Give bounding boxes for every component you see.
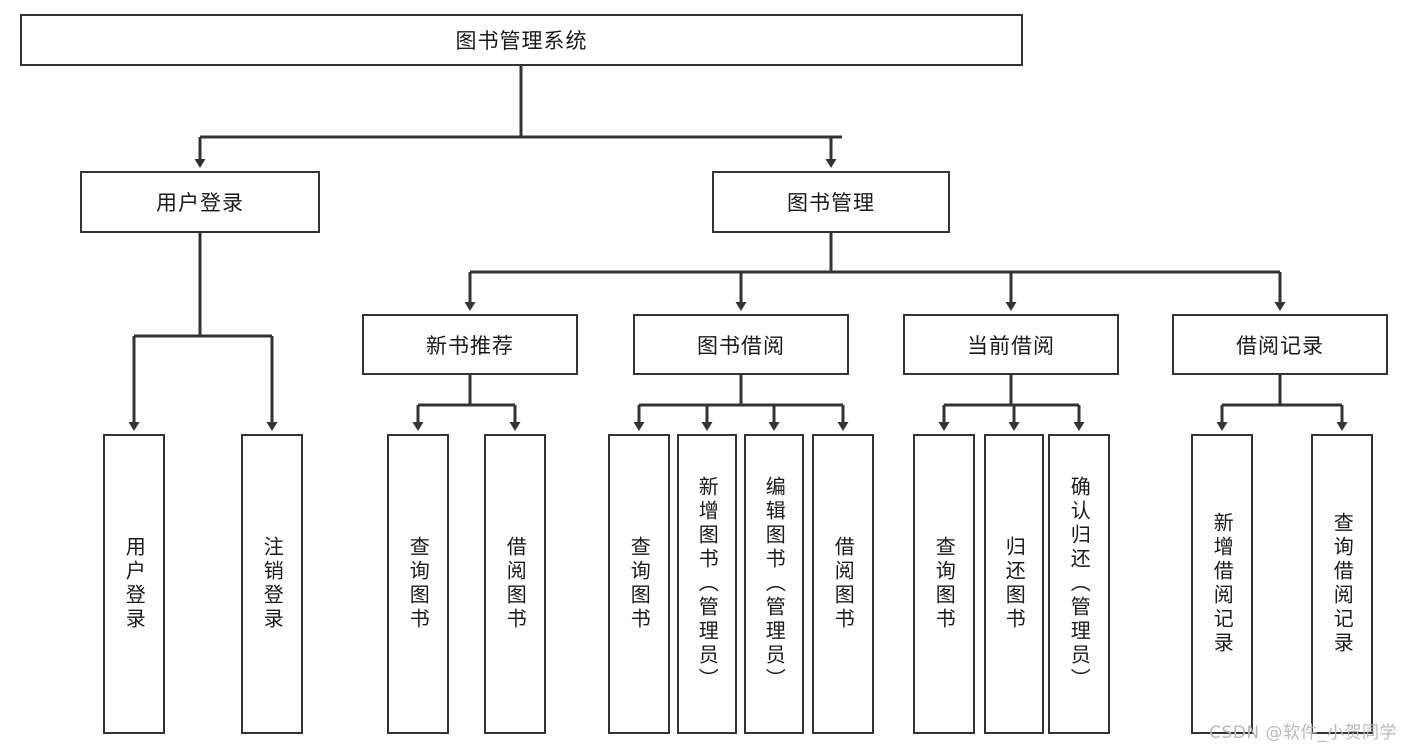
leaf-return-book[interactable]: 归还图书 <box>984 434 1044 734</box>
leaf-borrow-book-recommend[interactable]: 借阅图书 <box>484 434 546 734</box>
leaf-add-borrow-record-label: 新增借阅记录 <box>1210 512 1235 656</box>
leaf-confirm-return-admin[interactable]: 确认归还（管理员） <box>1048 434 1110 734</box>
node-user-login[interactable]: 用户登录 <box>80 171 320 233</box>
node-current-borrow-label: 当前借阅 <box>967 333 1055 358</box>
leaf-add-book-admin[interactable]: 新增图书（管理员） <box>677 434 737 734</box>
node-root-label: 图书管理系统 <box>455 29 588 53</box>
node-root[interactable]: 图书管理系统 <box>20 14 1023 66</box>
leaf-edit-book-admin[interactable]: 编辑图书（管理员） <box>744 434 804 734</box>
leaf-confirm-return-admin-label: 确认归还（管理员） <box>1067 476 1092 692</box>
node-book-borrow[interactable]: 图书借阅 <box>633 314 849 375</box>
leaf-add-book-admin-label: 新增图书（管理员） <box>695 476 720 692</box>
leaf-query-book-recommend[interactable]: 查询图书 <box>387 434 449 734</box>
leaf-query-book-current[interactable]: 查询图书 <box>913 434 975 734</box>
node-borrow-record-label: 借阅记录 <box>1236 333 1324 358</box>
leaf-query-borrow-record-label: 查询借阅记录 <box>1330 512 1355 656</box>
node-book-management[interactable]: 图书管理 <box>712 171 950 233</box>
leaf-query-borrow-record[interactable]: 查询借阅记录 <box>1311 434 1373 734</box>
csdn-watermark: CSDN @软件_小贺同学 <box>1209 723 1397 743</box>
node-current-borrow[interactable]: 当前借阅 <box>903 314 1119 375</box>
leaf-borrow-book[interactable]: 借阅图书 <box>812 434 874 734</box>
node-new-book-recommend[interactable]: 新书推荐 <box>362 314 578 375</box>
leaf-return-book-label: 归还图书 <box>1002 536 1027 632</box>
leaf-query-book-borrow-label: 查询图书 <box>627 536 652 632</box>
leaf-query-book-current-label: 查询图书 <box>932 536 957 632</box>
leaf-edit-book-admin-label: 编辑图书（管理员） <box>762 476 787 692</box>
leaf-logout-login[interactable]: 注销登录 <box>241 434 303 734</box>
node-book-borrow-label: 图书借阅 <box>697 333 785 358</box>
node-borrow-record[interactable]: 借阅记录 <box>1172 314 1388 375</box>
leaf-borrow-book-recommend-label: 借阅图书 <box>503 536 528 632</box>
leaf-borrow-book-label: 借阅图书 <box>831 536 856 632</box>
leaf-add-borrow-record[interactable]: 新增借阅记录 <box>1191 434 1253 734</box>
node-book-management-label: 图书管理 <box>787 191 875 215</box>
leaf-user-login-label: 用户登录 <box>122 536 147 632</box>
node-new-book-recommend-label: 新书推荐 <box>426 333 514 358</box>
leaf-query-book-recommend-label: 查询图书 <box>406 536 431 632</box>
leaf-user-login[interactable]: 用户登录 <box>103 434 165 734</box>
leaf-logout-login-label: 注销登录 <box>260 536 285 632</box>
leaf-query-book-borrow[interactable]: 查询图书 <box>608 434 670 734</box>
node-user-login-label: 用户登录 <box>156 191 244 215</box>
